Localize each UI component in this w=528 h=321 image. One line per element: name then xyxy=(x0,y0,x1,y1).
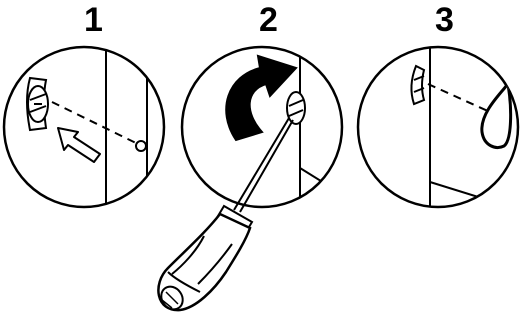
wall-hole xyxy=(136,141,146,151)
screw-icon xyxy=(287,92,305,124)
step-3-panel xyxy=(358,40,520,210)
step-1-panel xyxy=(4,40,164,210)
step-2-panel xyxy=(182,40,345,210)
step-1-circle xyxy=(4,47,164,207)
screw-icon xyxy=(411,66,424,104)
